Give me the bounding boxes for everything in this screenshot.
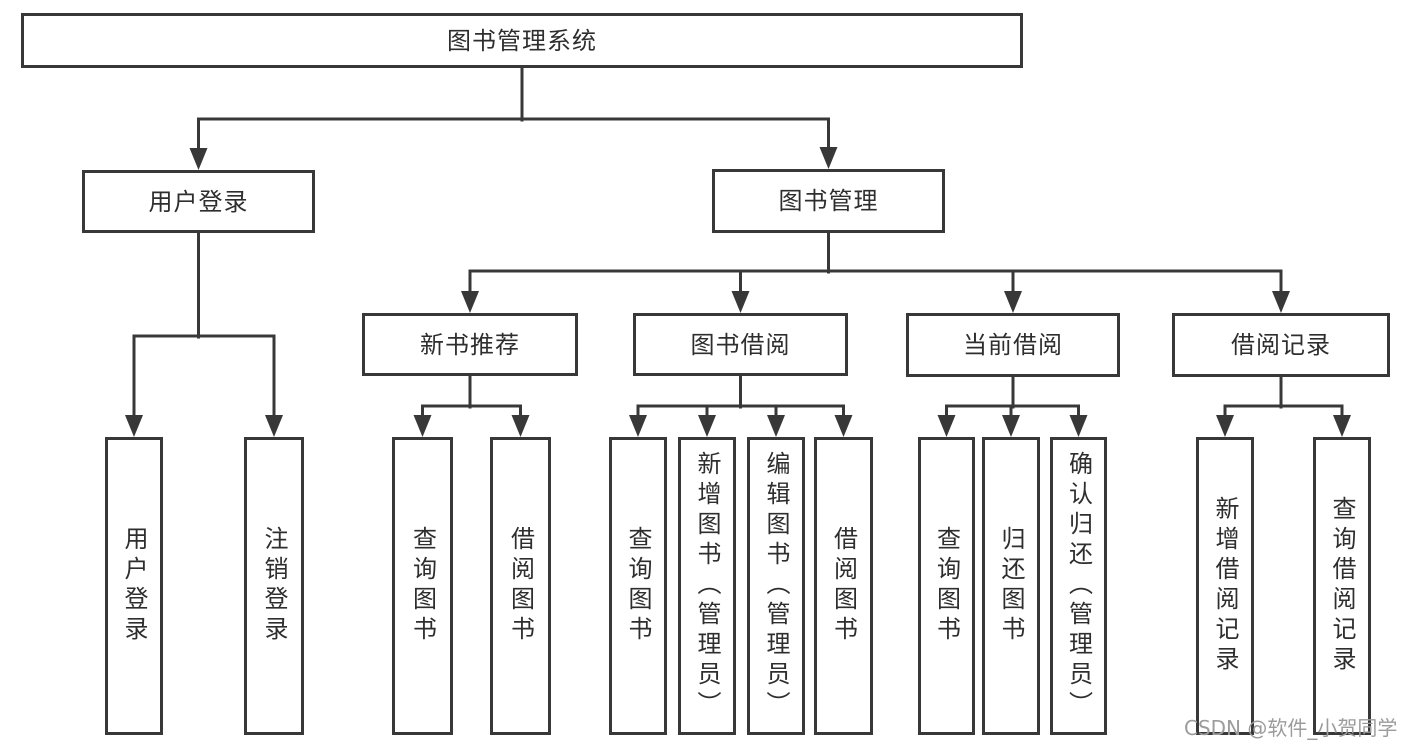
leaf-user-login-label: 用户登录 xyxy=(120,526,148,646)
leaf-add-book-admin-label: 新增图书（管理员） xyxy=(693,451,721,721)
leaf-query-books-borrow-label: 查询图书 xyxy=(624,526,652,646)
leaf-query-books-borrow: 查询图书 xyxy=(609,437,667,735)
leaf-add-borrow-record: 新增借阅记录 xyxy=(1196,437,1254,735)
leaf-query-books-current-label: 查询图书 xyxy=(932,526,961,646)
leaf-query-books-current: 查询图书 xyxy=(918,437,975,735)
leaf-user-login: 用户登录 xyxy=(105,437,163,735)
leaf-confirm-return-admin-label: 确认归还（管理员） xyxy=(1064,451,1093,721)
node-new-book-recommend-label: 新书推荐 xyxy=(420,330,520,359)
leaf-borrow-books-recommend-label: 借阅图书 xyxy=(506,526,535,646)
node-book-management: 图书管理 xyxy=(712,169,945,233)
leaf-add-book-admin: 新增图书（管理员） xyxy=(678,437,736,735)
node-user-login-label: 用户登录 xyxy=(148,187,249,216)
node-current-borrow: 当前借阅 xyxy=(906,313,1120,377)
leaf-borrow-books-recommend: 借阅图书 xyxy=(490,437,551,735)
node-borrow-records: 借阅记录 xyxy=(1172,313,1390,377)
node-library-system: 图书管理系统 xyxy=(21,13,1023,68)
node-new-book-recommend: 新书推荐 xyxy=(362,313,578,376)
watermark: CSDN @软件_小贺同学 xyxy=(1184,716,1398,740)
leaf-return-book: 归还图书 xyxy=(982,437,1040,735)
leaf-logout-label: 注销登录 xyxy=(260,526,288,646)
leaf-edit-book-admin: 编辑图书（管理员） xyxy=(747,437,805,735)
node-library-system-label: 图书管理系统 xyxy=(447,26,597,55)
node-book-management-label: 图书管理 xyxy=(778,187,879,215)
node-current-borrow-label: 当前借阅 xyxy=(963,331,1063,359)
leaf-confirm-return-admin: 确认归还（管理员） xyxy=(1050,437,1107,735)
leaf-query-borrow-record: 查询借阅记录 xyxy=(1313,437,1371,735)
leaf-borrow-books: 借阅图书 xyxy=(814,437,873,735)
leaf-borrow-books-label: 借阅图书 xyxy=(829,526,858,646)
node-book-borrow: 图书借阅 xyxy=(633,313,848,376)
leaf-query-borrow-record-label: 查询借阅记录 xyxy=(1328,496,1356,676)
leaf-edit-book-admin-label: 编辑图书（管理员） xyxy=(762,451,790,721)
node-user-login: 用户登录 xyxy=(82,170,315,233)
leaf-query-books-recommend: 查询图书 xyxy=(392,437,453,735)
node-book-borrow-label: 图书借阅 xyxy=(690,330,791,359)
node-borrow-records-label: 借阅记录 xyxy=(1231,331,1331,359)
leaf-query-books-recommend-label: 查询图书 xyxy=(408,526,437,646)
leaf-return-book-label: 归还图书 xyxy=(997,526,1025,646)
leaf-logout: 注销登录 xyxy=(244,437,304,735)
leaf-add-borrow-record-label: 新增借阅记录 xyxy=(1211,496,1239,676)
